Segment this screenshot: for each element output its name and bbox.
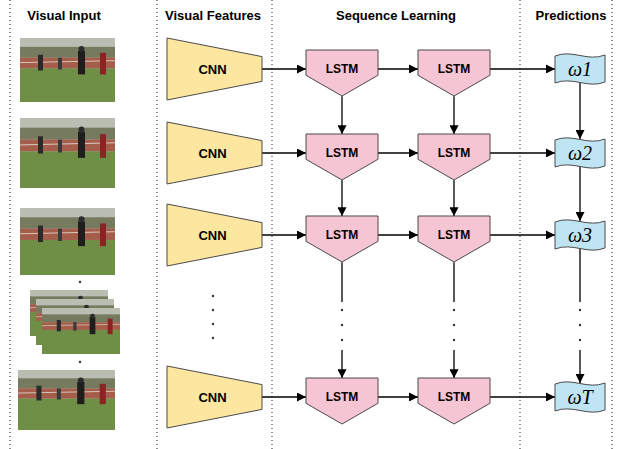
lstm-label: LSTM [326, 228, 359, 242]
arrow-connector [378, 152, 418, 153]
cnn-label: CNN [198, 228, 226, 243]
wave-flag [555, 382, 605, 412]
lstm-label: LSTM [438, 62, 471, 76]
arrow-connector [262, 396, 306, 397]
arrow-connector [453, 180, 454, 216]
lstm-label: LSTM [326, 62, 359, 76]
lstm-label: LSTM [438, 390, 471, 404]
lstm-pentagon [306, 50, 378, 96]
lstm-cell: LSTM [418, 216, 490, 262]
lstm-pentagon [306, 378, 378, 424]
lstm-pentagon [306, 134, 378, 180]
cnn-label: CNN [198, 146, 226, 161]
ellipsis-dot [579, 324, 581, 326]
column-heading: Sequence Learning [336, 8, 456, 23]
cnn-block: CNN [167, 204, 262, 266]
prediction-output: ω2 [555, 136, 605, 170]
ellipsis-dot [453, 309, 455, 311]
pred-label: ω3 [568, 224, 592, 247]
column-separator [156, 0, 157, 449]
lstm-label: LSTM [438, 228, 471, 242]
pred-label: ωT [567, 386, 592, 409]
video-frame [20, 38, 115, 102]
column-separator [611, 0, 612, 449]
ellipsis-dot [79, 281, 81, 283]
lstm-cell: LSTM [306, 134, 378, 180]
lstm-pentagon [418, 50, 490, 96]
ellipsis-dot [453, 339, 455, 341]
arrow-connector [341, 96, 342, 134]
arrow-connector [262, 234, 306, 235]
cnn-label: CNN [198, 390, 226, 405]
lstm-pentagon [418, 378, 490, 424]
lstm-pentagon [418, 216, 490, 262]
pred-label: ω2 [568, 142, 592, 165]
video-frame [20, 208, 115, 275]
wave-flag [555, 54, 605, 84]
cnn-trapezoid [167, 38, 262, 100]
arrow-connector [453, 96, 454, 134]
arrow-connector [579, 167, 580, 221]
column-separator [9, 0, 10, 449]
ellipsis-dot [212, 323, 214, 325]
pred-label: ω1 [568, 58, 592, 81]
cnn-label: CNN [198, 62, 226, 77]
ellipsis-dot [453, 324, 455, 326]
ellipsis-dot [212, 337, 214, 339]
ellipsis-dot [579, 339, 581, 341]
arrow-connector [579, 83, 580, 139]
arrow-connector [579, 249, 580, 383]
cnn-trapezoid [167, 204, 262, 266]
prediction-output: ω3 [555, 218, 605, 252]
video-frame [20, 118, 115, 188]
lstm-label: LSTM [326, 390, 359, 404]
cnn-block: CNN [167, 366, 262, 428]
video-frame [18, 370, 115, 430]
arrow-connector [378, 68, 418, 69]
arrow-connector [262, 152, 306, 153]
lstm-cell: LSTM [418, 378, 490, 424]
ellipsis-dot [341, 309, 343, 311]
arrow-connector [490, 152, 555, 153]
arrow-connector [378, 396, 418, 397]
lstm-cell: LSTM [306, 50, 378, 96]
arrow-connector [490, 68, 555, 69]
lstm-pentagon [306, 216, 378, 262]
arrow-connector [490, 234, 555, 235]
lstm-pentagon [418, 134, 490, 180]
arrow-connector [490, 396, 555, 397]
wave-flag [555, 138, 605, 168]
column-heading: Predictions [536, 8, 607, 23]
prediction-output: ωT [555, 380, 605, 414]
lstm-cell: LSTM [306, 216, 378, 262]
ellipsis-dot [579, 309, 581, 311]
arrow-connector [262, 68, 306, 69]
cnn-trapezoid [167, 366, 262, 428]
ellipsis-dot [341, 339, 343, 341]
lstm-label: LSTM [326, 146, 359, 160]
column-separator [271, 0, 272, 449]
column-separator [519, 0, 520, 449]
ellipsis-dot [212, 309, 214, 311]
column-heading: Visual Input [27, 8, 100, 23]
lstm-cell: LSTM [418, 134, 490, 180]
cnn-block: CNN [167, 38, 262, 100]
cnn-trapezoid [167, 122, 262, 184]
lstm-label: LSTM [438, 146, 471, 160]
cnn-block: CNN [167, 122, 262, 184]
arrow-connector [341, 262, 342, 378]
ellipsis-dot [212, 295, 214, 297]
ellipsis-dot [79, 361, 81, 363]
wave-flag [555, 220, 605, 250]
arrow-connector [378, 234, 418, 235]
prediction-output: ω1 [555, 52, 605, 86]
column-heading: Visual Features [165, 8, 261, 23]
arrow-connector [341, 180, 342, 216]
ellipsis-dot [341, 324, 343, 326]
lstm-cell: LSTM [418, 50, 490, 96]
video-frame [42, 308, 120, 354]
arrow-connector [453, 262, 454, 378]
lstm-cell: LSTM [306, 378, 378, 424]
